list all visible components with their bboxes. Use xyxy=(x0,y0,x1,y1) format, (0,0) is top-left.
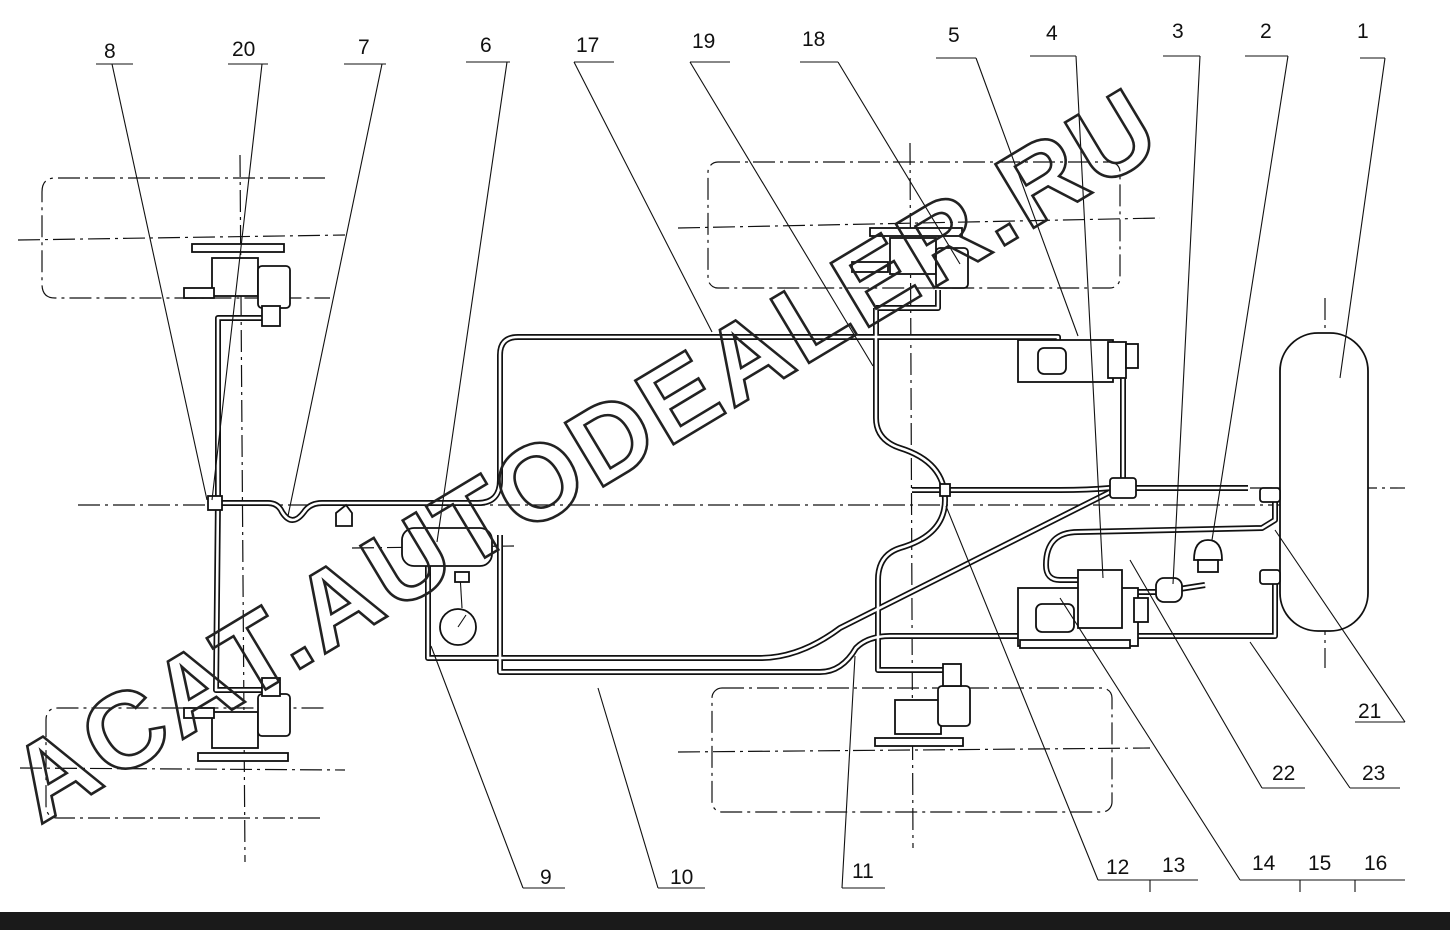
label-9: 9 xyxy=(540,866,552,889)
front-left-wheel xyxy=(41,177,330,299)
label-2: 2 xyxy=(1260,20,1272,43)
label-1: 1 xyxy=(1357,20,1369,43)
label-20: 20 xyxy=(232,38,255,61)
bottom-border xyxy=(0,912,1450,930)
label-8: 8 xyxy=(104,40,116,63)
label-11: 11 xyxy=(852,860,874,883)
front-right-wheel xyxy=(45,707,325,819)
brake-valve xyxy=(1017,339,1139,383)
check-valve xyxy=(1155,577,1183,603)
leader-lines xyxy=(96,55,1406,892)
label-6: 6 xyxy=(480,34,492,57)
reservoir xyxy=(401,527,493,567)
front-left-caliper xyxy=(183,243,291,327)
label-7: 7 xyxy=(358,36,370,59)
label-18: 18 xyxy=(802,28,825,51)
label-21: 21 xyxy=(1358,700,1381,723)
rear-top-caliper xyxy=(851,227,969,289)
pressure-sensor xyxy=(1193,539,1223,573)
tank-fittings xyxy=(1259,487,1281,585)
part-number-labels: 1 2 3 4 5 6 7 8 20 17 19 18 9 10 11 12 1… xyxy=(104,20,1387,889)
label-10: 10 xyxy=(670,866,693,889)
label-17: 17 xyxy=(576,34,599,57)
pressure-gauge xyxy=(439,571,477,646)
tee-fittings xyxy=(207,477,1137,527)
label-15: 15 xyxy=(1308,852,1331,875)
label-19: 19 xyxy=(692,30,715,53)
label-5: 5 xyxy=(948,24,960,47)
front-right-caliper xyxy=(183,677,291,762)
label-16: 16 xyxy=(1364,852,1387,875)
brake-pipes-inner xyxy=(214,290,1277,692)
watermark-text: ACAT.AUTODEALER.RU xyxy=(0,63,1180,845)
watermark: ACAT.AUTODEALER.RU xyxy=(0,62,1181,846)
label-22: 22 xyxy=(1272,762,1295,785)
air-tank xyxy=(1279,332,1369,632)
label-4: 4 xyxy=(1046,22,1058,45)
label-23: 23 xyxy=(1362,762,1385,785)
label-12: 12 xyxy=(1106,856,1129,879)
rear-bottom-caliper xyxy=(874,663,971,747)
brake-booster-unit xyxy=(1017,569,1149,649)
label-3: 3 xyxy=(1172,20,1184,43)
label-13: 13 xyxy=(1162,854,1185,877)
rear-top-wheel xyxy=(707,161,1121,289)
label-14: 14 xyxy=(1252,852,1276,875)
